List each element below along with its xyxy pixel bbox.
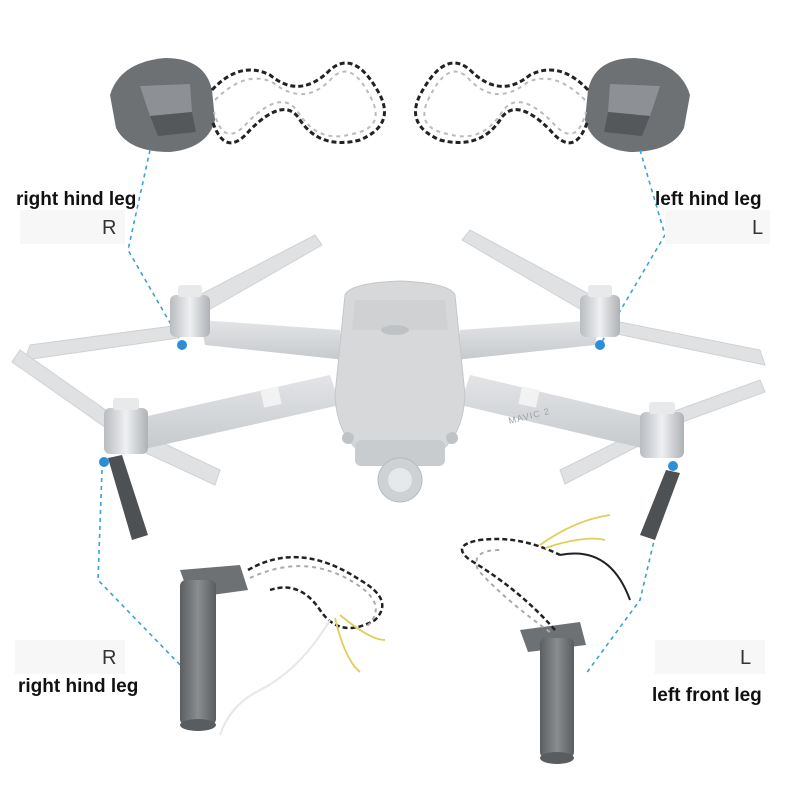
right-hind-leg-part-bottom [180, 555, 386, 736]
attached-legs [108, 455, 680, 540]
motors [99, 285, 684, 471]
drone-arms [130, 320, 660, 450]
side-tag-box [665, 210, 770, 244]
label-left-front-leg-bottom: left front leg [652, 685, 762, 706]
side-tag-box [20, 210, 125, 244]
side-tag-r-bottom: R [102, 647, 117, 669]
left-front-leg-part-bottom [460, 514, 631, 764]
label-left-hind-leg-top: left hind leg [655, 189, 762, 210]
side-tag-box [655, 640, 765, 674]
left-hind-leg-part-top [414, 58, 690, 152]
label-right-hind-leg-bottom: right hind leg [18, 676, 139, 697]
side-tag-r-top: R [102, 217, 117, 239]
side-tag-l-bottom: L [740, 647, 752, 669]
side-tag-l-top: L [752, 217, 764, 239]
side-tag-box [15, 640, 125, 674]
drone-body [334, 280, 466, 503]
leader-line-top-left [127, 149, 181, 341]
right-hind-leg-part-top [110, 58, 386, 152]
propellers [11, 229, 766, 486]
leader-line-bottom-left [97, 469, 186, 671]
leader-line-bottom-right [584, 464, 673, 676]
label-right-hind-leg-top: right hind leg [16, 189, 137, 210]
